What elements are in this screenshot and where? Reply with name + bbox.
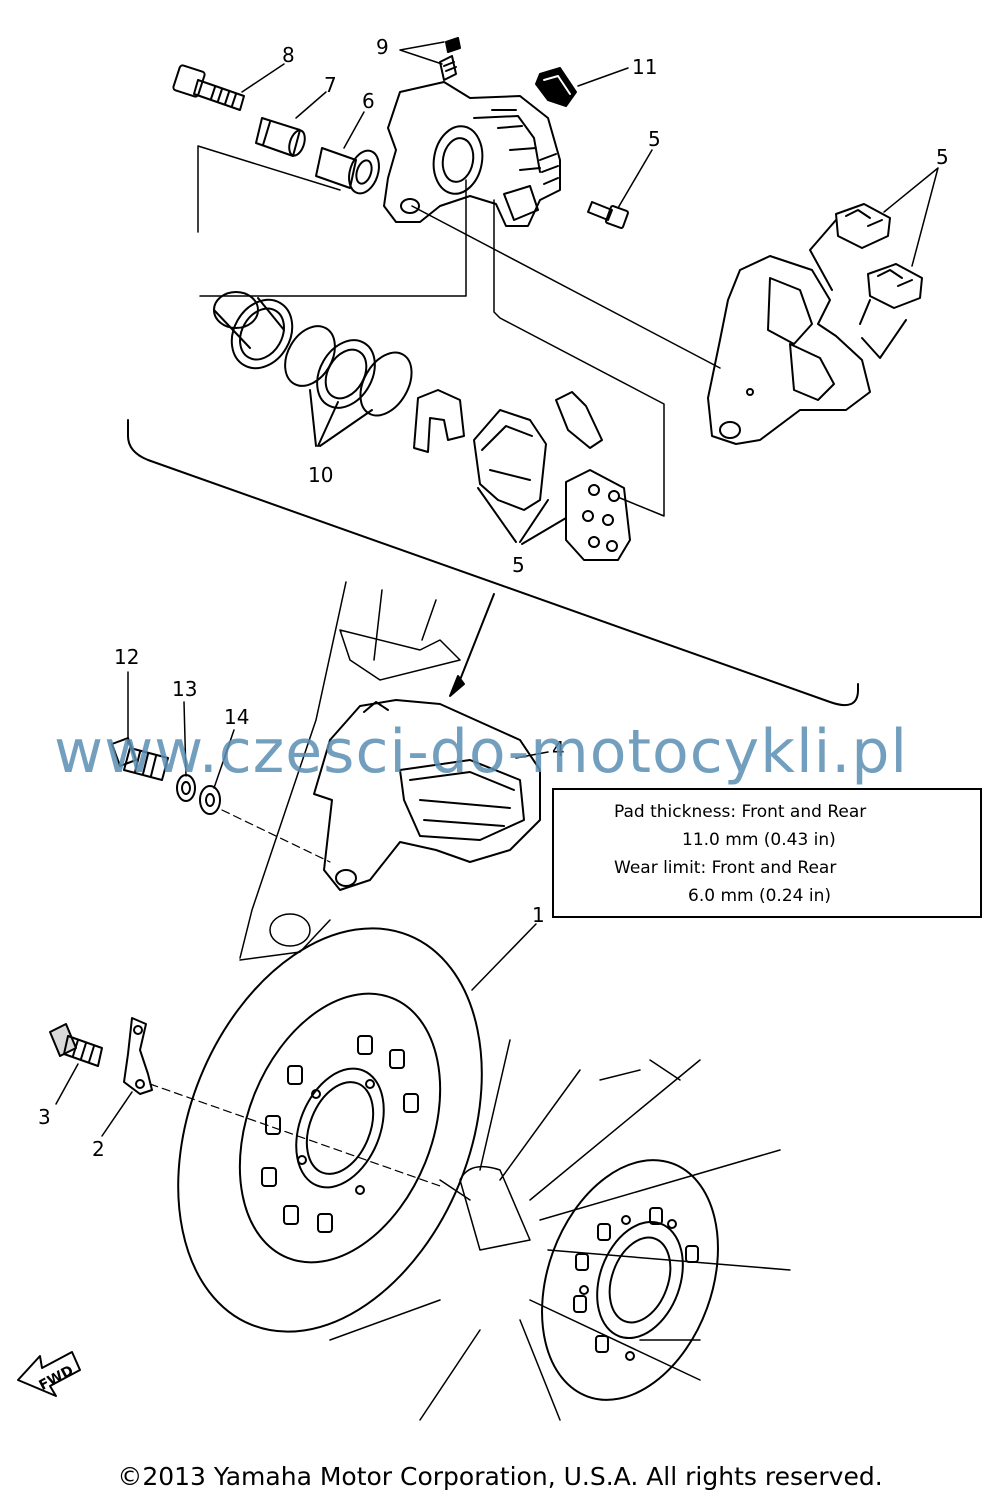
wheel-spokes bbox=[329, 1039, 791, 1421]
cap-11 bbox=[535, 67, 577, 107]
pointer-arrow bbox=[455, 593, 495, 691]
bolt-3 bbox=[49, 1023, 103, 1067]
group-bracket bbox=[127, 419, 859, 706]
pad-clips-5 bbox=[809, 203, 923, 359]
callout-5-top: 5 bbox=[648, 127, 661, 151]
leader-lines bbox=[55, 41, 939, 1137]
bleed-screw-9 bbox=[439, 37, 461, 81]
construction-lines bbox=[197, 145, 721, 517]
spec-box: Pad thickness: Front and Rear 11.0 mm (0… bbox=[552, 788, 982, 918]
spec-wear-limit-label: Wear limit: Front and Rear bbox=[614, 858, 837, 878]
brake-pads-5 bbox=[413, 389, 631, 561]
callout-14: 14 bbox=[224, 705, 249, 729]
callout-12: 12 bbox=[114, 645, 139, 669]
callout-1: 1 bbox=[532, 903, 545, 927]
watermark: www.czesci-do-motocykli.pl bbox=[54, 717, 908, 787]
callout-9: 9 bbox=[376, 35, 389, 59]
sleeve-7 bbox=[255, 117, 306, 157]
callout-5-right: 5 bbox=[936, 145, 949, 169]
wheel-hub bbox=[541, 1159, 719, 1401]
disc-axis-line bbox=[149, 1083, 441, 1187]
bolt-12 bbox=[111, 737, 169, 781]
bolt-8 bbox=[172, 64, 245, 111]
callout-4: 4 bbox=[552, 737, 565, 761]
axis-line bbox=[221, 809, 331, 863]
caliper-body bbox=[383, 81, 561, 227]
fwd-arrow-icon: FWD bbox=[17, 1351, 81, 1397]
brake-disc bbox=[177, 927, 483, 1333]
boot-6 bbox=[315, 147, 380, 195]
copyright-footer: ©2013 Yamaha Motor Corporation, U.S.A. A… bbox=[117, 1462, 883, 1491]
callout-10: 10 bbox=[308, 463, 333, 487]
right-caliper bbox=[707, 255, 871, 445]
seals-10 bbox=[284, 325, 413, 447]
callout-6: 6 bbox=[362, 89, 375, 113]
callout-2: 2 bbox=[92, 1137, 105, 1161]
callout-3: 3 bbox=[38, 1105, 51, 1129]
lock-plate-2 bbox=[123, 1017, 153, 1095]
piston bbox=[213, 291, 294, 370]
spec-pad-thickness-label: Pad thickness: Front and Rear bbox=[614, 802, 867, 822]
callout-5-pads: 5 bbox=[512, 553, 525, 577]
callout-11: 11 bbox=[632, 55, 657, 79]
spec-wear-limit-value: 6.0 mm (0.24 in) bbox=[688, 886, 831, 906]
lower-caliper bbox=[313, 699, 541, 891]
spec-pad-thickness-value: 11.0 mm (0.43 in) bbox=[682, 830, 836, 850]
pad-bolt-5 bbox=[587, 201, 629, 229]
callout-7: 7 bbox=[324, 73, 337, 97]
callout-13: 13 bbox=[172, 677, 197, 701]
washer-14 bbox=[199, 785, 221, 815]
callout-8: 8 bbox=[282, 43, 295, 67]
